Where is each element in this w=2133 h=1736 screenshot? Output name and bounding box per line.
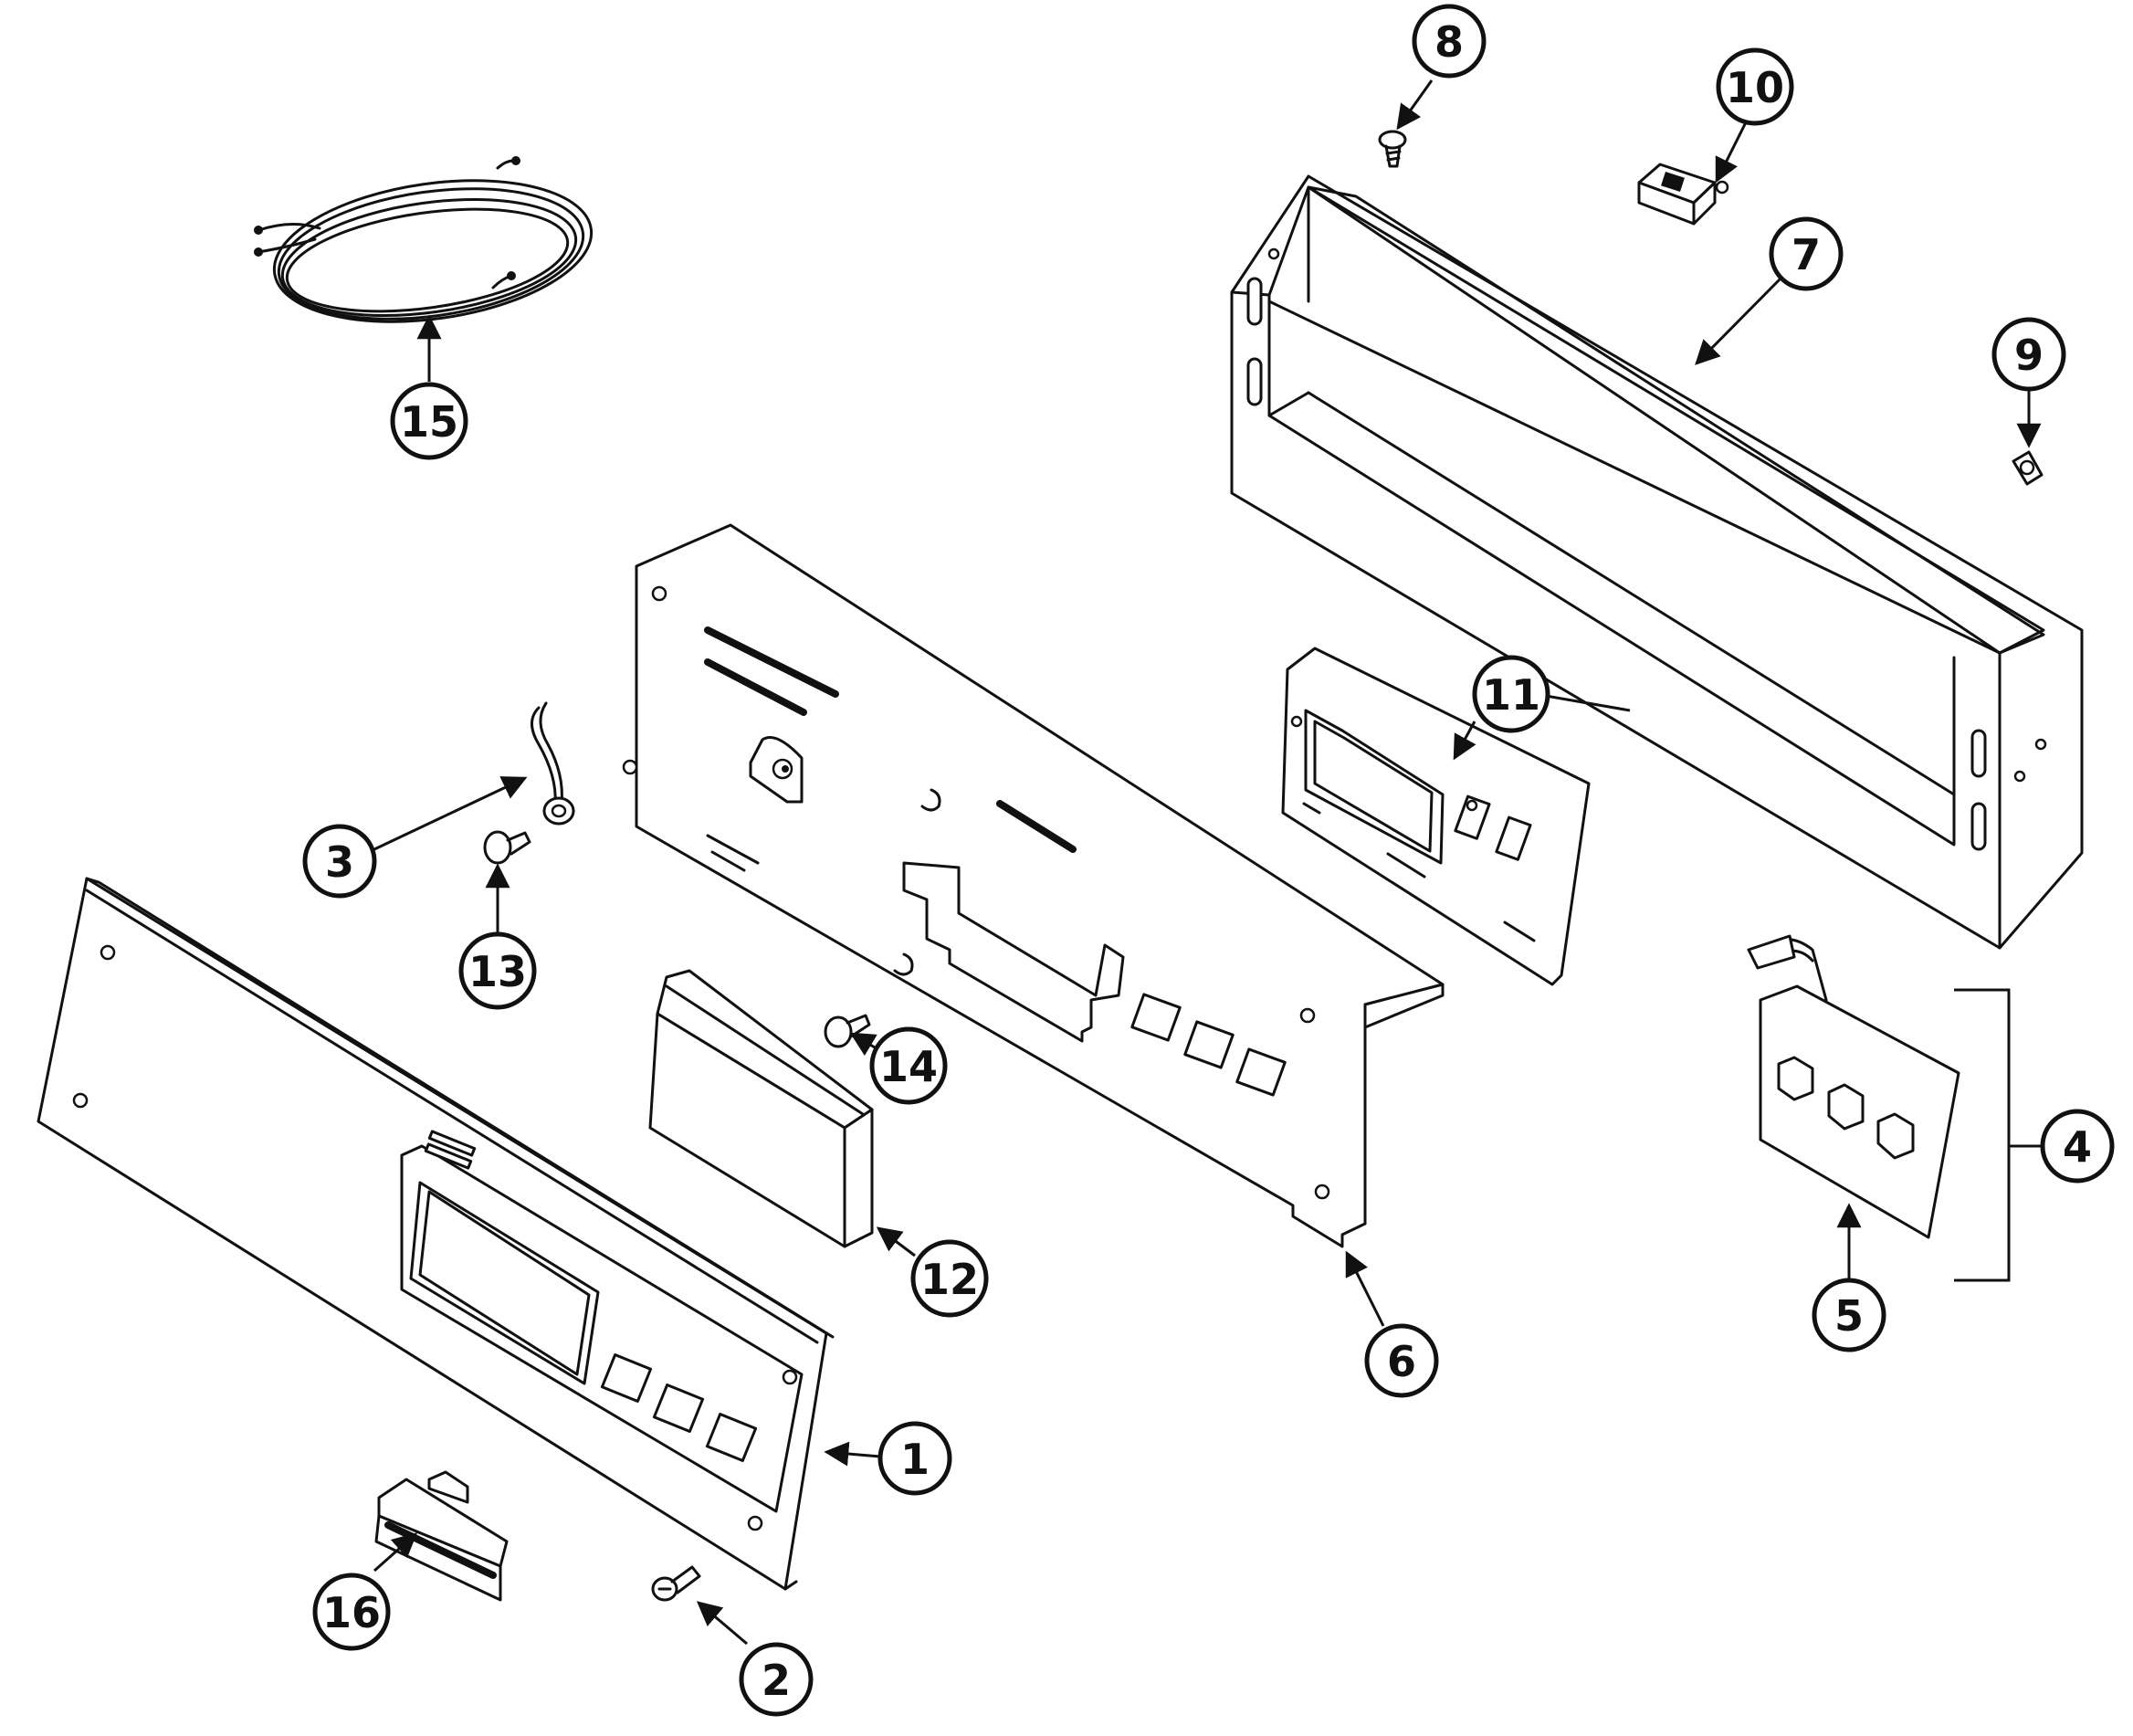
callout-label: 6 <box>1387 1337 1416 1386</box>
callout-7: 7 <box>1769 216 1844 291</box>
callout-label: 13 <box>468 947 527 996</box>
callout-5: 5 <box>1812 1278 1886 1352</box>
part-11-control-board <box>1281 647 1591 986</box>
callout-label: 11 <box>1482 670 1540 720</box>
callout-15: 15 <box>390 382 468 460</box>
part-16-latch <box>374 1470 509 1602</box>
part-10-clip <box>1637 163 1729 226</box>
part-9-clip <box>2012 450 2044 486</box>
part-8-screw <box>1378 130 1407 168</box>
part-14-push-pin <box>824 1014 871 1048</box>
callout-2: 2 <box>739 1642 814 1717</box>
callout-label: 10 <box>1726 63 1784 112</box>
callout-11: 11 <box>1472 655 1550 733</box>
callout-label: 2 <box>762 1656 791 1705</box>
callout-13: 13 <box>458 931 537 1010</box>
callout-label: 15 <box>400 397 458 447</box>
callout-label: 9 <box>2014 331 2044 380</box>
part-4-assembly-bracket <box>1954 988 2042 1282</box>
callout-label: 8 <box>1434 17 1464 67</box>
part-1-front-panel <box>37 877 835 1591</box>
callout-label: 3 <box>325 837 354 887</box>
callout-3: 3 <box>302 824 377 899</box>
callout-label: 12 <box>920 1255 979 1304</box>
callout-label: 1 <box>900 1435 930 1484</box>
part-15-wire-harness <box>254 156 594 323</box>
part-3-wire-lead <box>531 701 575 826</box>
callout-label: 5 <box>1834 1291 1864 1341</box>
part-7-console-housing <box>1230 174 2084 950</box>
callout-label: 14 <box>879 1042 938 1091</box>
part-6-panel-bracket <box>622 523 1445 1248</box>
callout-6: 6 <box>1364 1323 1439 1398</box>
callout-label: 16 <box>322 1588 381 1637</box>
callout-label: 4 <box>2063 1122 2092 1172</box>
callout-16: 16 <box>312 1573 391 1651</box>
callout-12: 12 <box>910 1239 989 1318</box>
callout-9: 9 <box>1991 317 2066 392</box>
leader-lines <box>373 79 2042 1646</box>
callout-label: 7 <box>1792 230 1821 279</box>
part-5-keypad-board <box>1747 934 1960 1239</box>
part-13-push-pin <box>483 830 531 865</box>
callout-14: 14 <box>869 1026 948 1105</box>
part-12-display-lens <box>648 969 874 1248</box>
callout-10: 10 <box>1716 47 1794 126</box>
callout-1: 1 <box>877 1421 952 1496</box>
callout-8: 8 <box>1412 4 1487 79</box>
callout-4: 4 <box>2040 1109 2115 1184</box>
part-2-screw <box>651 1565 701 1602</box>
